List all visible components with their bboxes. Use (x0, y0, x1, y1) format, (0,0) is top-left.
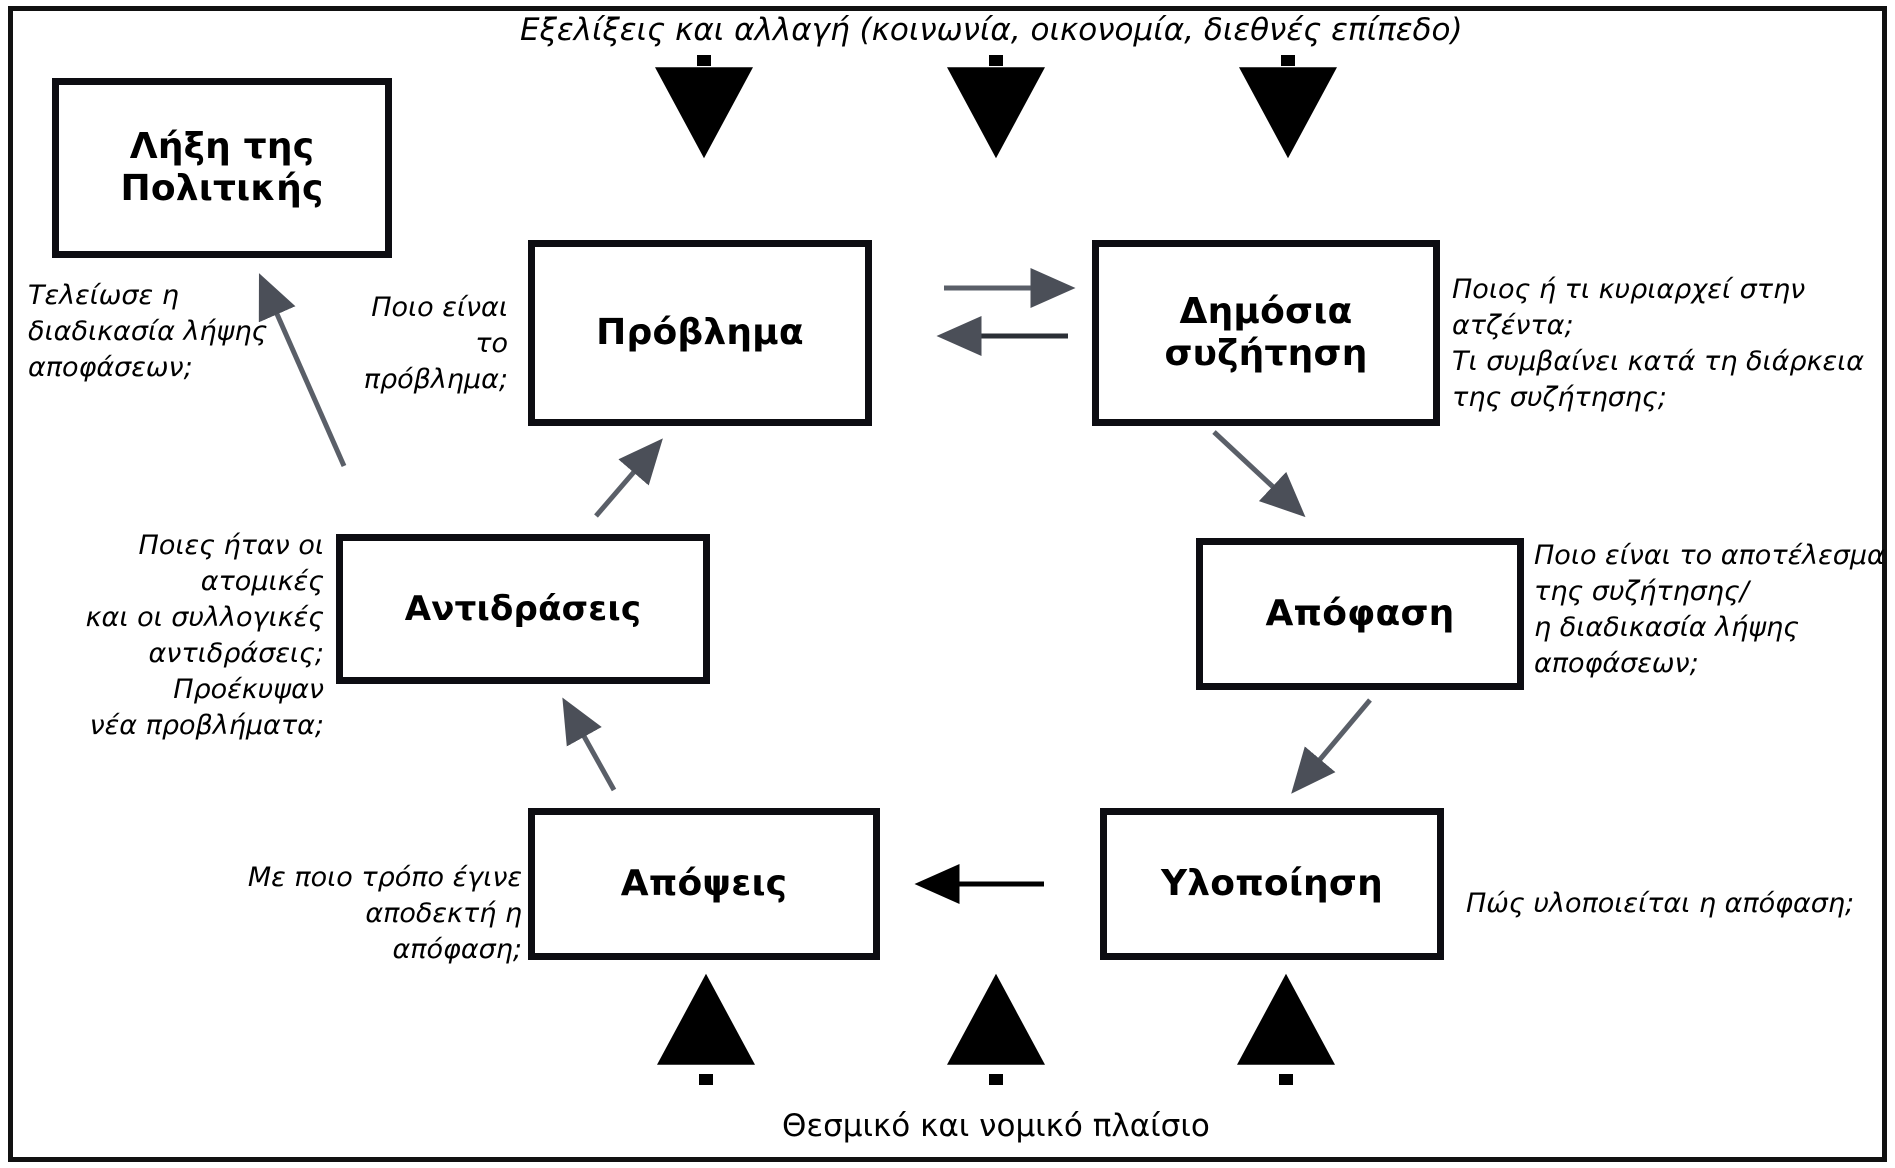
note-end-of-policy: Τελείωσε η διαδικασία λήψης αποφάσεων; (28, 280, 268, 383)
bottom-band-label: Θεσμικό και νομικό πλαίσιο (782, 1108, 1210, 1144)
note-reactions: Ποιες ήταν οι ατομικές και οι συλλογικές… (85, 530, 324, 741)
node-public-debate[interactable]: Δημόσια συζήτηση (1092, 240, 1440, 426)
node-decision[interactable]: Απόφαση (1196, 538, 1524, 690)
node-problem[interactable]: Πρόβλημα (528, 240, 872, 426)
top-band-label: Εξελίξεις και αλλαγή (κοινωνία, οικονομί… (520, 12, 1463, 48)
note-opinions: Με ποιο τρόπο έγινε αποδεκτή η απόφαση; (247, 862, 522, 965)
note-decision: Ποιο είναι το αποτέλεσμα της συζήτησης/ … (1534, 540, 1885, 679)
node-reactions[interactable]: Αντιδράσεις (336, 534, 710, 684)
node-opinions[interactable]: Απόψεις (528, 808, 880, 960)
node-end-of-policy[interactable]: Λήξη της Πολιτικής (52, 78, 392, 258)
note-implementation: Πώς υλοποιείται η απόφαση; (1466, 888, 1855, 919)
node-implementation[interactable]: Υλοποίηση (1100, 808, 1444, 960)
note-problem: Ποιο είναι το πρόβλημα; (363, 292, 508, 395)
note-public-debate: Ποιος ή τι κυριαρχεί στην ατζέντα; Τι συ… (1452, 274, 1865, 413)
